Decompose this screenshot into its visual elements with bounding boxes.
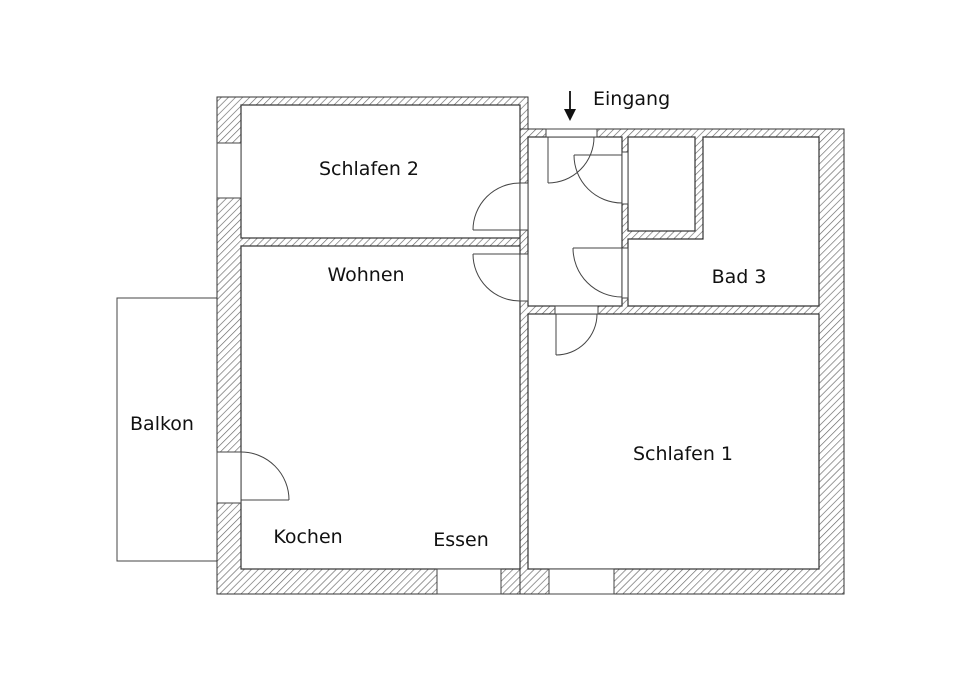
entrance-opening	[545, 128, 598, 138]
room-label-essen: Essen	[433, 529, 489, 551]
doors	[216, 128, 629, 504]
room-label-schlafen-2: Schlafen 2	[319, 158, 419, 180]
room-label-kochen: Kochen	[273, 526, 342, 548]
room-label-balkon: Balkon	[130, 413, 194, 435]
window-schlafen-1-bottom	[548, 568, 615, 595]
windows	[216, 142, 615, 595]
entrance-arrow-icon	[564, 91, 576, 121]
window-schlafen-2	[216, 142, 242, 199]
room-label-bad-3: Bad 3	[712, 266, 767, 288]
entrance-label: Eingang	[593, 88, 670, 110]
room-label-wohnen: Wohnen	[327, 264, 404, 286]
room-label-schlafen-1: Schlafen 1	[633, 443, 733, 465]
window-wohnen-bottom	[436, 568, 502, 595]
balcony	[116, 297, 218, 562]
